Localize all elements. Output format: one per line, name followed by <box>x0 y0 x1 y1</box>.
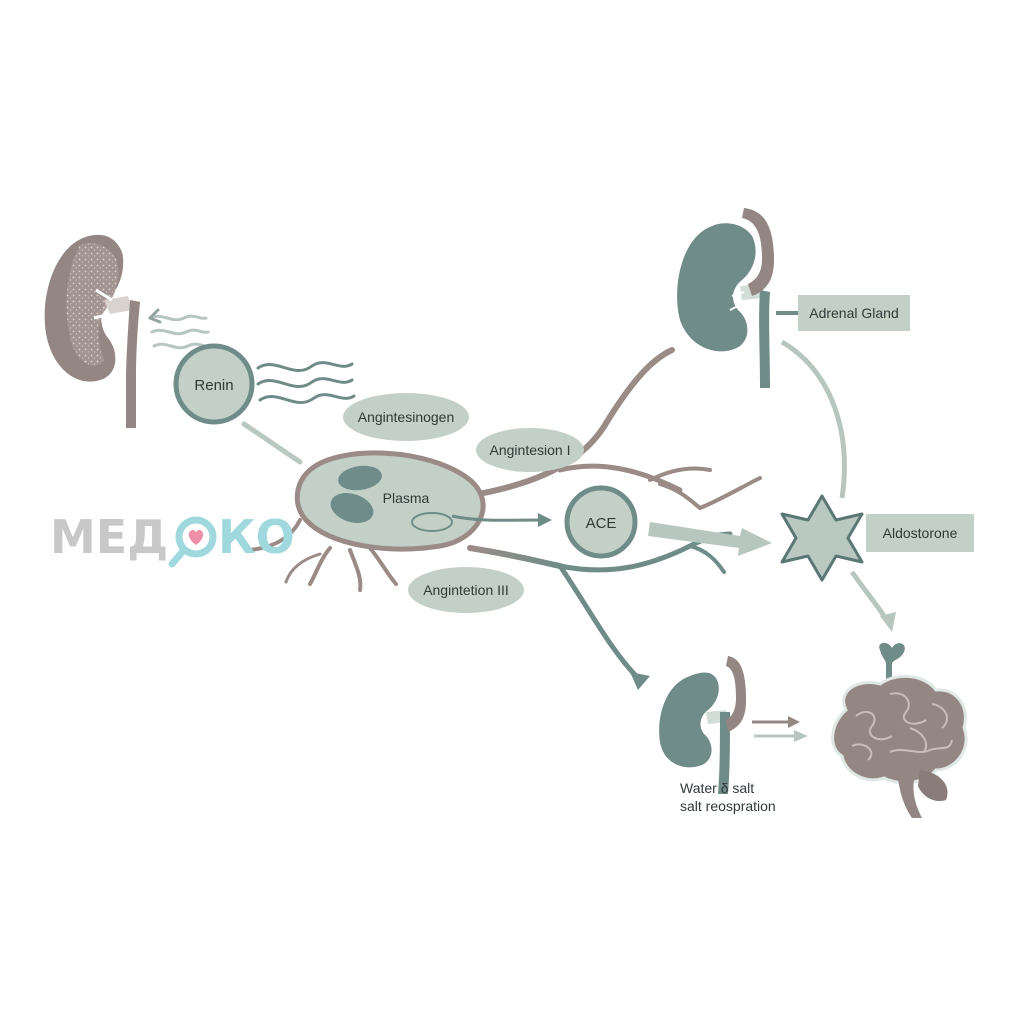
adrenal-gland-label: Adrenal Gland <box>809 305 899 321</box>
kidney-to-brain-arrows <box>752 716 808 742</box>
angiotensinogen-label: Angintesinogen <box>358 409 455 425</box>
angiotensin-i-label: Angintesion I <box>490 442 571 458</box>
brain-icon <box>831 642 968 818</box>
arrow-to-bottom-kidney-icon <box>630 672 650 690</box>
plasma-to-ace-arrow <box>451 513 552 527</box>
water-salt-label-line2: salt reospration <box>680 798 776 814</box>
aldosterone-star-icon <box>780 494 864 582</box>
adrenal-kidney-icon <box>677 208 774 388</box>
renin-right-wave-icon <box>256 361 356 405</box>
angiotensin-i-node: Angintesion I <box>476 428 584 472</box>
renin-label: Renin <box>194 377 233 394</box>
ace-node: ACE <box>564 485 638 559</box>
watermark-magnifier-icon <box>168 516 217 568</box>
angiotensin-iii-node: Angintetion III <box>408 567 524 613</box>
adrenal-to-aldosterone-connector <box>780 339 847 499</box>
ace-label: ACE <box>586 515 617 532</box>
left-kidney-icon <box>44 234 140 428</box>
ace-to-aldosterone-arrow <box>648 522 772 556</box>
aldosterone-label: Aldostorone <box>883 525 958 541</box>
watermark: МЕД КО <box>50 510 295 568</box>
aldosterone-to-brain-arrow <box>849 570 896 632</box>
water-salt-label-line1: Water δ salt <box>680 780 754 796</box>
renin-to-kidney-wave-icon <box>148 308 212 350</box>
watermark-text-part1: МЕД <box>50 510 168 564</box>
adrenal-gland-callout: Adrenal Gland <box>776 295 910 331</box>
plasma-cell: Plasma <box>294 450 486 552</box>
renin-plasma-connector <box>241 421 303 465</box>
vessel-network <box>248 347 762 683</box>
plasma-label: Plasma <box>383 490 430 506</box>
bottom-kidney-icon <box>659 656 746 794</box>
aldosterone-callout: Aldostorone <box>866 514 974 552</box>
renin-node: Renin <box>173 343 255 425</box>
watermark-text-part2: КО <box>218 510 295 564</box>
angiotensin-iii-label: Angintetion III <box>423 582 509 598</box>
angiotensinogen-node: Angintesinogen <box>343 393 469 441</box>
